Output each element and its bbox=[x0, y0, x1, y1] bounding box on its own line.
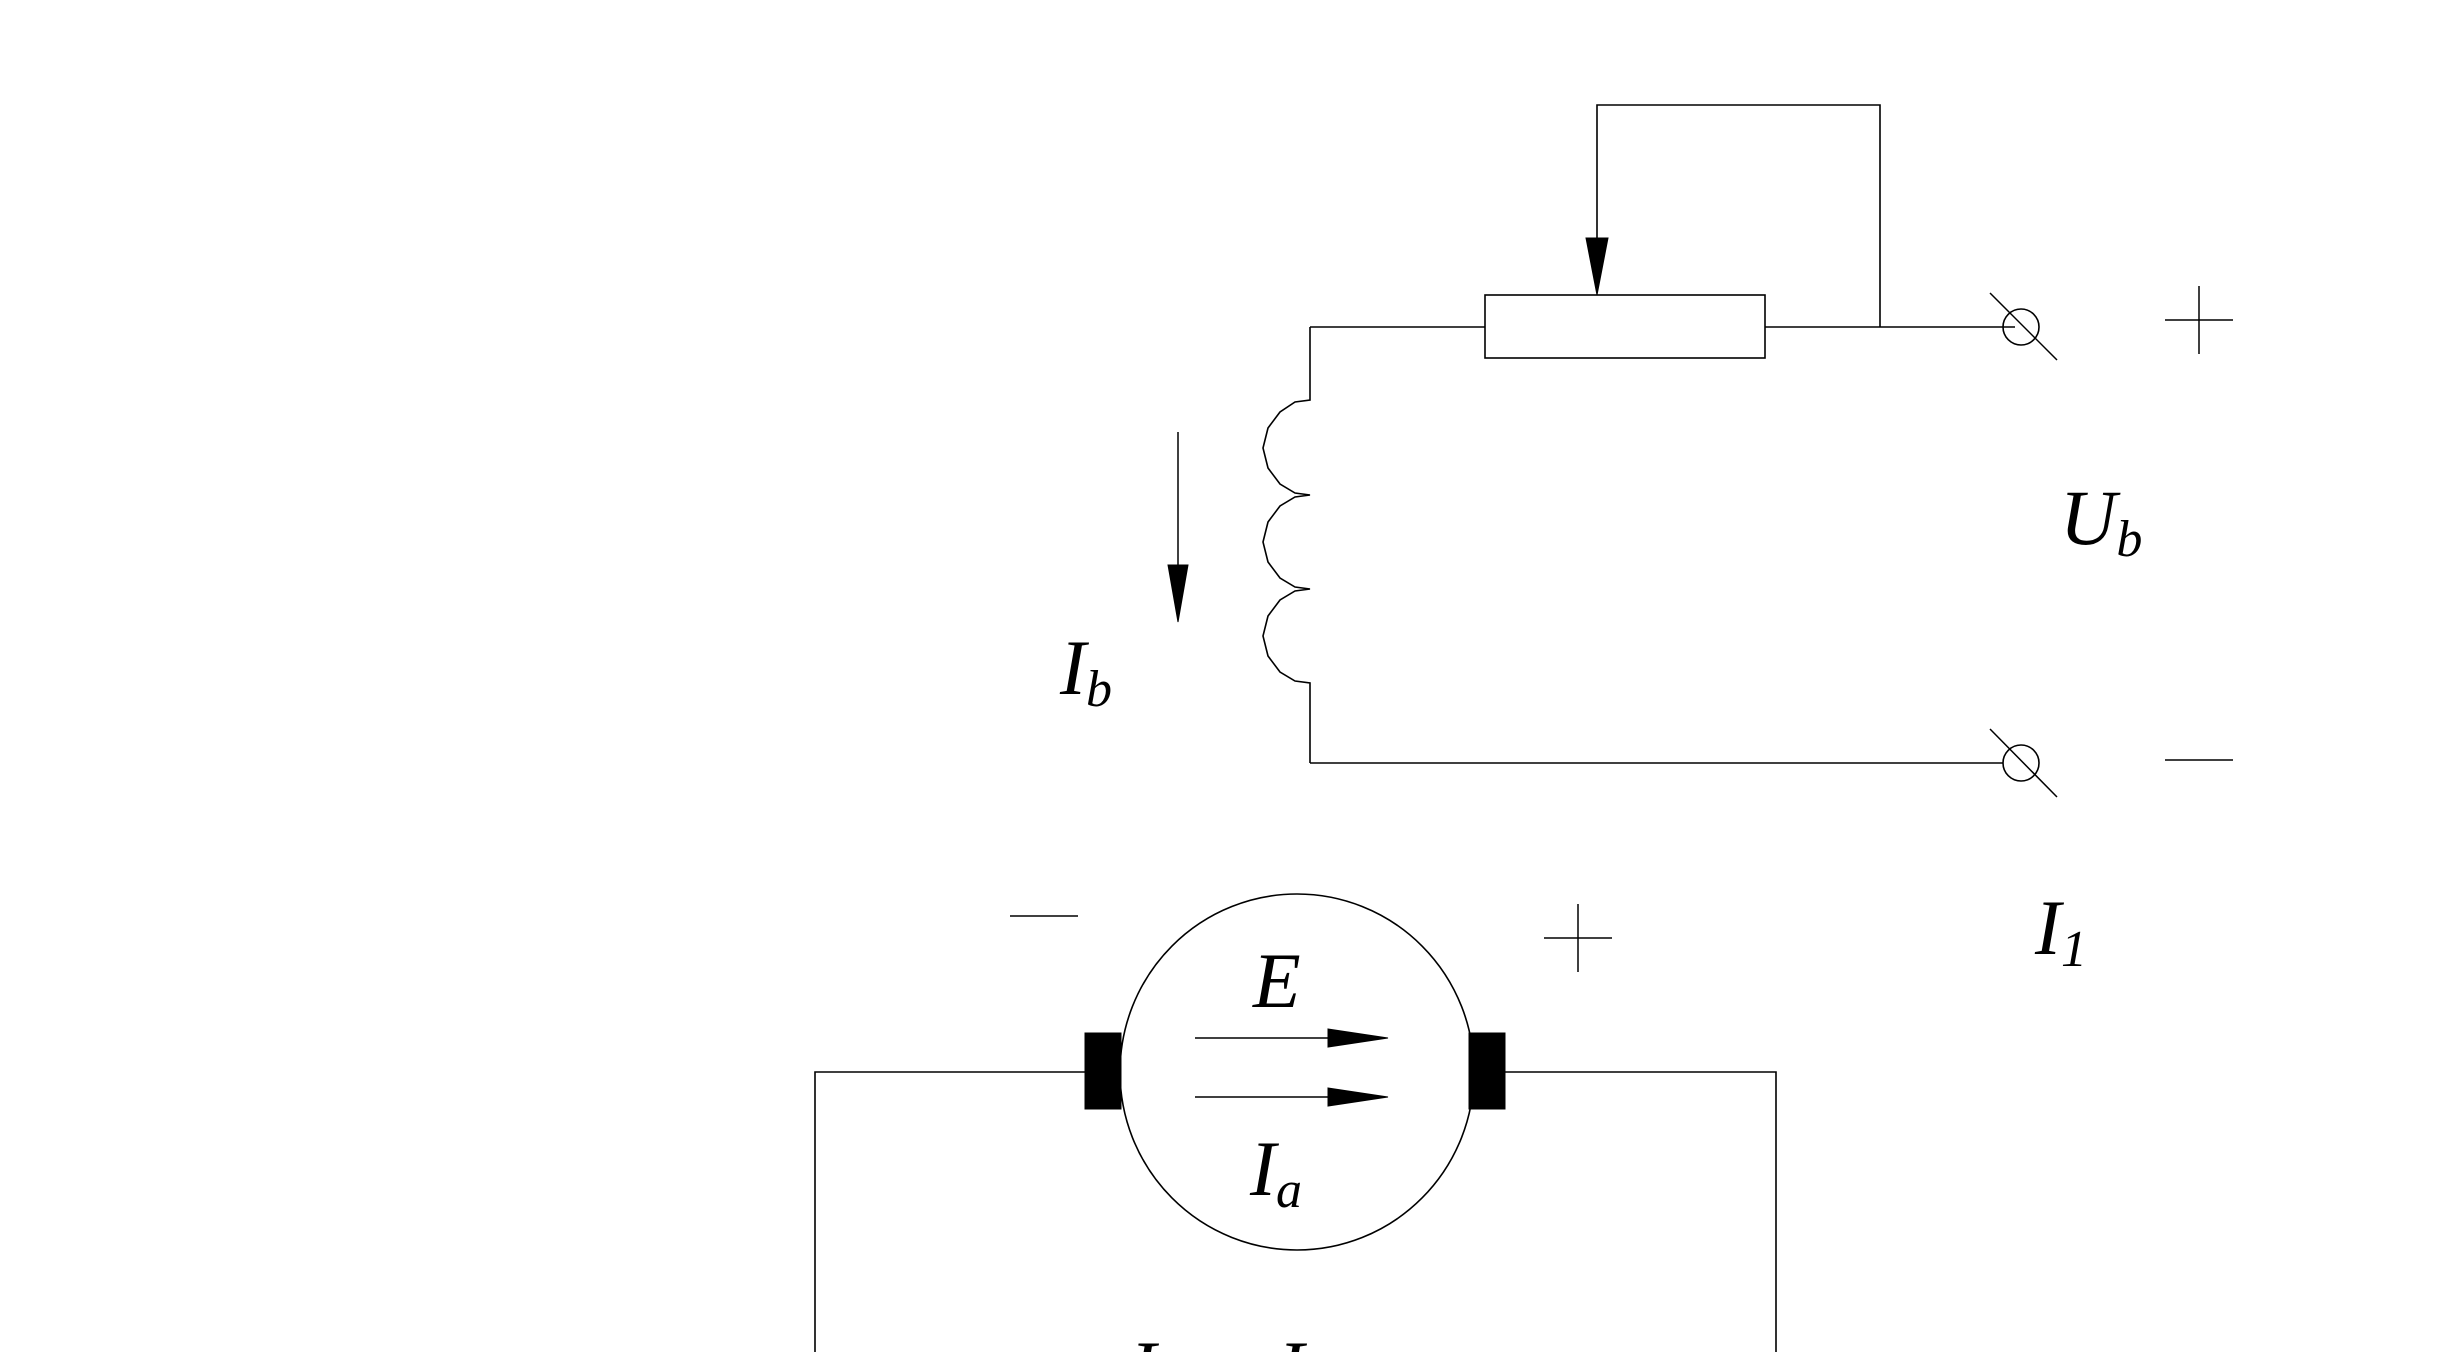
terminal-bottom bbox=[2002, 744, 2040, 782]
label-i1-main: I bbox=[2034, 884, 2065, 971]
field-coil bbox=[1262, 327, 1311, 763]
terminal-top bbox=[2002, 308, 2040, 346]
ib-arrow-head bbox=[1167, 564, 1189, 623]
e-arrow-head bbox=[1327, 1028, 1389, 1048]
label-ub-sub: b bbox=[2116, 511, 2142, 568]
plus-sign-supply bbox=[2165, 286, 2233, 354]
label-ia: Ia bbox=[1249, 1125, 1302, 1219]
terminal-bottom-slash bbox=[1989, 728, 2058, 798]
label-ia-main: I bbox=[1249, 1125, 1280, 1212]
brush-right bbox=[1468, 1032, 1506, 1110]
rheostat-wiper-arrow bbox=[1585, 237, 1609, 296]
armature-wire-right bbox=[1505, 1071, 1777, 1352]
label-bottom-right: I bbox=[1277, 1325, 1308, 1352]
label-i1: I1 bbox=[2034, 884, 2087, 978]
label-ia-sub: a bbox=[1276, 1162, 1302, 1219]
label-ub-main: U bbox=[2060, 474, 2121, 561]
ia-arrow-head bbox=[1327, 1087, 1389, 1107]
brush-left bbox=[1084, 1032, 1122, 1110]
label-ib-sub: b bbox=[1086, 661, 1112, 718]
label-e: E bbox=[1252, 937, 1301, 1024]
plus-sign-armature bbox=[1544, 904, 1612, 972]
label-ib-main: I bbox=[1059, 624, 1090, 711]
label-bottom-left: I bbox=[1129, 1325, 1160, 1352]
terminal-top-slash bbox=[1989, 292, 2058, 361]
rheostat bbox=[1484, 294, 1766, 359]
label-ib: Ib bbox=[1059, 624, 1112, 718]
label-ub: Ub bbox=[2060, 474, 2142, 568]
label-i1-sub: 1 bbox=[2061, 921, 2087, 978]
armature-wire-left bbox=[814, 1071, 1085, 1352]
rheostat-wiper-wire bbox=[1596, 104, 1881, 327]
